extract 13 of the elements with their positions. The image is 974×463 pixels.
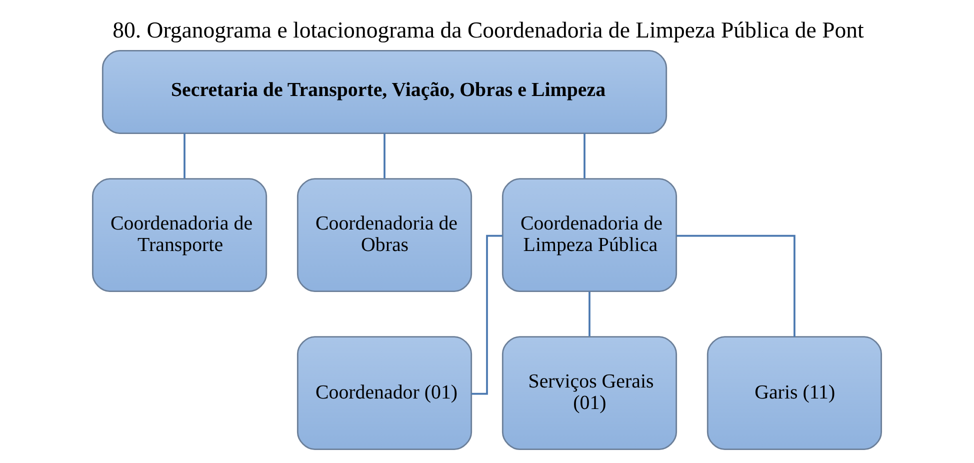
connector — [184, 133, 186, 178]
node-box: Secretaria de Transporte, Viação, Obras e Limpeza — [102, 50, 668, 134]
connector — [676, 234, 796, 337]
connector — [384, 133, 386, 178]
connector — [588, 292, 590, 336]
node-box: Coordenadoria de Obras — [296, 178, 472, 292]
node-box: Garis (11) — [706, 336, 882, 450]
node-box: Coordenadoria de Limpeza Pública — [502, 178, 678, 292]
node-box: Coordenador (01) — [296, 336, 472, 450]
diagram-title: 80. Organograma e lotacionograma da Coordenadoria de Limpeza Pública de Pont — [112, 18, 864, 43]
connector — [584, 133, 586, 178]
node-box: Serviços Gerais (01) — [502, 336, 678, 450]
node-box: Coordenadoria de Transporte — [92, 178, 268, 292]
